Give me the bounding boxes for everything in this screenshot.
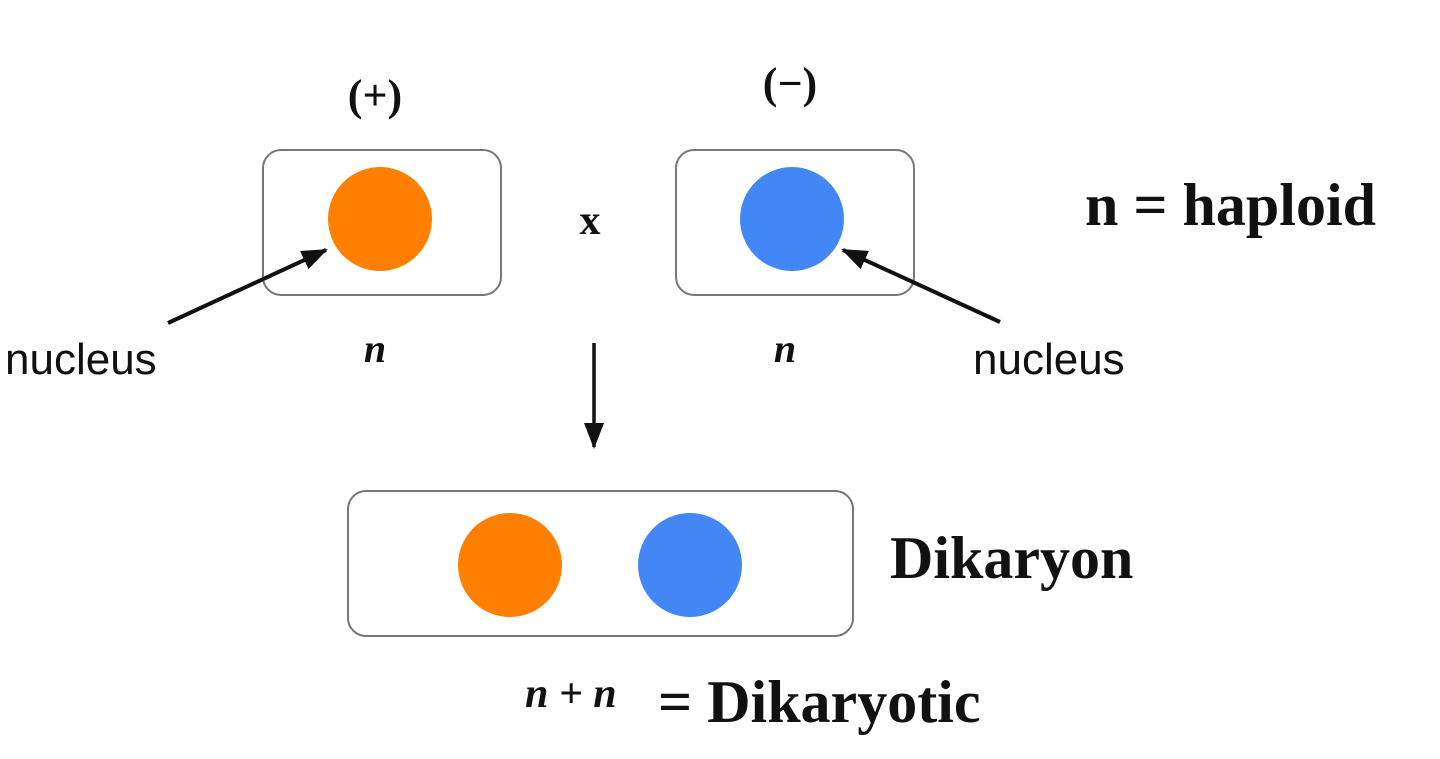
- haploid-legend: n = haploid: [1085, 172, 1376, 238]
- ploidy-minus-label: n: [774, 326, 796, 371]
- mating-type-minus-label: (−): [763, 59, 817, 108]
- cross-symbol: x: [580, 198, 601, 244]
- mating-type-plus-label: (+): [348, 71, 402, 120]
- dikaryon-label: Dikaryon: [890, 525, 1133, 591]
- nucleus-plus: [328, 167, 432, 271]
- ploidy-plus-label: n: [364, 326, 386, 371]
- dikaryotic-formula-lhs: n + n: [525, 671, 617, 717]
- nucleus-pointer-right: [841, 248, 1001, 324]
- dikaryon-cell: [347, 490, 854, 637]
- dikaryon-nucleus-blue: [638, 513, 742, 617]
- nucleus-pointer-left: [167, 248, 328, 325]
- nucleus-minus: [740, 167, 844, 271]
- nucleus-label-left: nucleus: [5, 335, 157, 384]
- dikaryon-nucleus-orange: [458, 513, 562, 617]
- nucleus-label-right: nucleus: [973, 335, 1125, 384]
- dikaryotic-formula-rhs: = Dikaryotic: [658, 669, 980, 735]
